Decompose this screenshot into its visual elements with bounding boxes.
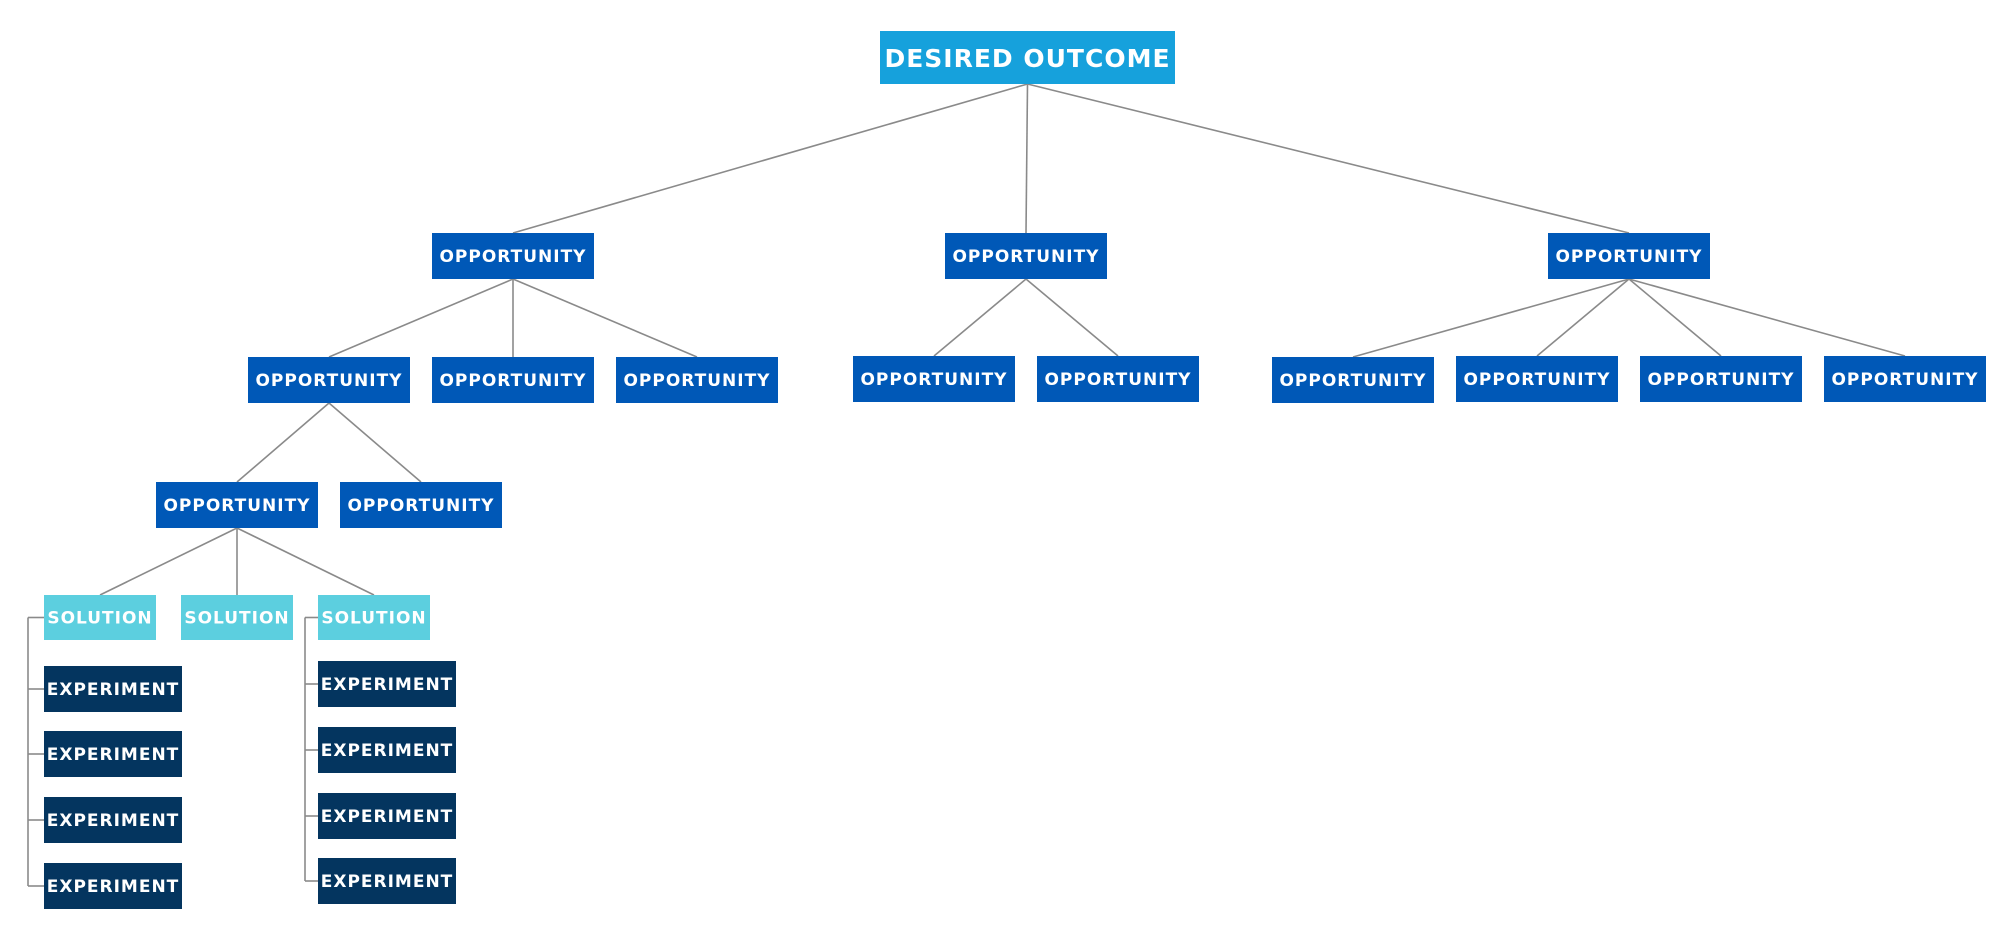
opportunity-node: OPPORTUNITY: [432, 357, 594, 403]
solution-node: SOLUTION: [44, 595, 156, 640]
opportunity-node-box: [156, 482, 318, 528]
solution-node-label: SOLUTION: [321, 609, 426, 629]
opportunity-node: OPPORTUNITY: [156, 482, 318, 528]
solution-node-box: [44, 595, 156, 640]
opportunity-node-label: OPPORTUNITY: [1279, 371, 1426, 391]
opportunity-node-label: OPPORTUNITY: [439, 247, 586, 267]
opportunity-node-label: OPPORTUNITY: [952, 247, 1099, 267]
opportunity-node: OPPORTUNITY: [1037, 356, 1199, 402]
opportunity-node-label: OPPORTUNITY: [623, 371, 770, 391]
tree-nodes: DESIRED OUTCOME OPPORTUNITY OPPORTUNITY OPP…: [44, 31, 1986, 909]
experiment-node: EXPERIMENT: [318, 661, 456, 707]
opportunity-node-label: OPPORTUNITY: [1831, 370, 1978, 390]
opportunity-child-line: [512, 278, 698, 358]
opportunity-node: OPPORTUNITY: [1272, 357, 1434, 403]
opportunity-child-line: [1536, 278, 1630, 357]
experiment-node-label: EXPERIMENT: [47, 745, 180, 765]
experiment-node-box: [318, 727, 456, 773]
outcome-to-opportunity-line: [1025, 83, 1029, 234]
solution-node: SOLUTION: [318, 595, 430, 640]
opportunity-node: OPPORTUNITY: [340, 482, 502, 528]
opportunity-node-box: [248, 357, 410, 403]
opportunity-child-line: [1025, 278, 1119, 357]
experiment-node-label: EXPERIMENT: [47, 877, 180, 897]
opportunity-node: OPPORTUNITY: [945, 233, 1107, 279]
opportunity-child-line: [933, 278, 1027, 357]
opportunity-node-label: OPPORTUNITY: [1044, 370, 1191, 390]
opportunity-child-line: [328, 278, 514, 358]
opportunity-child-line: [328, 402, 422, 483]
opportunity-node-label: OPPORTUNITY: [163, 496, 310, 516]
opportunity-node-label: OPPORTUNITY: [347, 496, 494, 516]
opportunity-to-solution-line: [236, 527, 375, 596]
experiment-node-label: EXPERIMENT: [321, 807, 454, 827]
experiment-node-box: [44, 731, 182, 777]
opportunity-node-box: [1037, 356, 1199, 402]
experiment-node-label: EXPERIMENT: [321, 872, 454, 892]
opportunity-node-label: OPPORTUNITY: [1555, 247, 1702, 267]
solution-node: SOLUTION: [181, 595, 293, 640]
opportunity-node-label: OPPORTUNITY: [255, 371, 402, 391]
opportunity-node-box: [340, 482, 502, 528]
experiment-node: EXPERIMENT: [318, 793, 456, 839]
outcome-to-opportunity-line: [1027, 83, 1630, 234]
experiment-node-label: EXPERIMENT: [321, 675, 454, 695]
opportunity-node-box: [1640, 356, 1802, 402]
desired-outcome-node-label: DESIRED OUTCOME: [884, 44, 1170, 73]
opportunity-node: OPPORTUNITY: [853, 356, 1015, 402]
opportunity-node: OPPORTUNITY: [248, 357, 410, 403]
experiment-node-label: EXPERIMENT: [47, 811, 180, 831]
experiment-node-box: [318, 661, 456, 707]
experiment-node: EXPERIMENT: [44, 666, 182, 712]
opportunity-node: OPPORTUNITY: [1456, 356, 1618, 402]
experiment-node: EXPERIMENT: [44, 863, 182, 909]
experiment-node-label: EXPERIMENT: [47, 680, 180, 700]
connector-lines: [27, 83, 1906, 887]
opportunity-node: OPPORTUNITY: [616, 357, 778, 403]
opportunity-node: OPPORTUNITY: [1824, 356, 1986, 402]
desired-outcome-node: DESIRED OUTCOME: [880, 31, 1175, 84]
experiment-node: EXPERIMENT: [44, 797, 182, 843]
opportunity-node: OPPORTUNITY: [1640, 356, 1802, 402]
opportunity-node: OPPORTUNITY: [432, 233, 594, 279]
opportunity-node-label: OPPORTUNITY: [1463, 370, 1610, 390]
experiment-node-box: [44, 863, 182, 909]
opportunity-node-box: [1548, 233, 1710, 279]
solution-node-label: SOLUTION: [47, 609, 152, 629]
opportunity-node-label: OPPORTUNITY: [1647, 370, 1794, 390]
opportunity-child-line: [1628, 278, 1722, 357]
opportunity-node-box: [945, 233, 1107, 279]
experiment-node-box: [318, 858, 456, 904]
opportunity-node: OPPORTUNITY: [1548, 233, 1710, 279]
experiment-node-box: [318, 793, 456, 839]
opportunity-node-label: OPPORTUNITY: [860, 370, 1007, 390]
opportunity-child-line: [236, 402, 330, 483]
solution-node-box: [181, 595, 293, 640]
opportunity-to-solution-line: [99, 527, 238, 596]
opportunity-node-box: [853, 356, 1015, 402]
solution-node-label: SOLUTION: [184, 609, 289, 629]
experiment-node: EXPERIMENT: [318, 858, 456, 904]
opportunity-node-label: OPPORTUNITY: [439, 371, 586, 391]
outcome-to-opportunity-line: [512, 83, 1028, 234]
opportunity-node-box: [616, 357, 778, 403]
desired-outcome-node-box: [880, 31, 1175, 84]
opportunity-child-line: [1352, 278, 1630, 358]
opportunity-child-line: [1628, 278, 1906, 357]
opportunity-node-box: [432, 357, 594, 403]
experiment-node-box: [44, 666, 182, 712]
experiment-node: EXPERIMENT: [44, 731, 182, 777]
experiment-node-box: [44, 797, 182, 843]
opportunity-node-box: [432, 233, 594, 279]
experiment-node-label: EXPERIMENT: [321, 741, 454, 761]
opportunity-node-box: [1456, 356, 1618, 402]
opportunity-node-box: [1824, 356, 1986, 402]
opportunity-node-box: [1272, 357, 1434, 403]
experiment-node: EXPERIMENT: [318, 727, 456, 773]
solution-node-box: [318, 595, 430, 640]
